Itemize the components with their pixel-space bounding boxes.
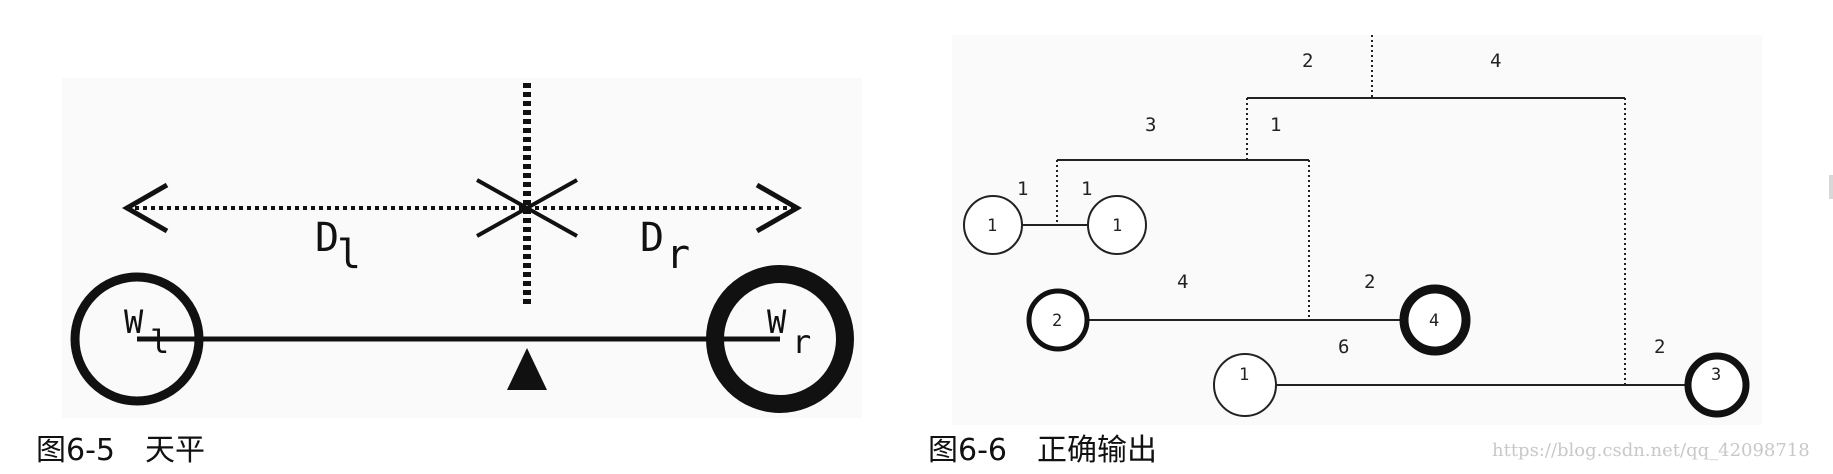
scrollbar-handle[interactable] (1829, 175, 1833, 199)
wr-label: W (767, 303, 787, 341)
node-label: 1 (1239, 365, 1249, 385)
edge-label: 2 (1364, 271, 1375, 293)
edge-label: 3 (1145, 114, 1156, 136)
wl-subscript: l (150, 323, 169, 361)
right-arrowhead (755, 182, 803, 234)
node-circle (1087, 195, 1147, 255)
balance-diagram: D l D r W l W r (70, 83, 854, 413)
edge-label: 1 (1270, 114, 1281, 136)
edge-label: 4 (1177, 271, 1188, 293)
edge-label: 2 (1654, 336, 1665, 358)
left-arrowhead (121, 182, 169, 234)
node-label: 1 (1112, 216, 1122, 236)
dl-label: D (315, 215, 339, 261)
dr-label: D (640, 215, 664, 261)
right-weight-circle (706, 265, 854, 413)
figure-caption-balance: 图6-5 天平 (36, 433, 205, 468)
edge-label: 2 (1302, 50, 1313, 72)
node-circle (1026, 288, 1090, 352)
tree-figure: 1 1 2 4 1 3 2 4 3 1 1 1 4 2 6 2 (952, 35, 1762, 425)
node-label: 2 (1052, 311, 1062, 331)
node-circle (1399, 284, 1471, 356)
node-circle (1684, 352, 1750, 418)
balance-figure: D l D r W l W r (62, 78, 862, 418)
left-weight-circle (70, 272, 204, 406)
pivot-x-mark-b (476, 178, 578, 238)
node-circle (1213, 353, 1277, 417)
watermark-url: https://blog.csdn.net/qq_42098718 (1492, 440, 1810, 461)
fulcrum-triangle (507, 348, 547, 390)
dr-subscript: r (666, 232, 690, 278)
edge-label: 1 (1017, 178, 1028, 200)
node-circle (963, 195, 1023, 255)
wl-label: W (124, 303, 144, 341)
edge-label: 1 (1081, 178, 1092, 200)
edge-label: 4 (1490, 50, 1501, 72)
wr-subscript: r (792, 323, 811, 361)
edge-label: 6 (1338, 336, 1349, 358)
dl-subscript: l (337, 232, 361, 278)
node-label: 1 (987, 216, 997, 236)
node-label: 3 (1711, 365, 1721, 385)
tree-diagram: 1 1 2 4 1 3 2 4 3 1 1 1 4 2 6 2 (963, 35, 1750, 418)
figure-caption-tree: 图6-6 正确输出 (928, 433, 1157, 468)
node-label: 4 (1429, 311, 1439, 331)
